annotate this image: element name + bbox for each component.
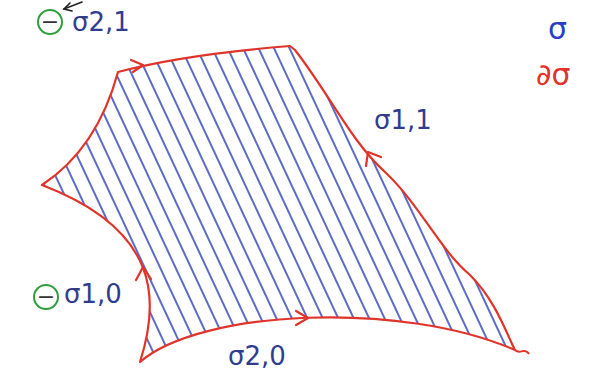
edge-label: σ1,1 bbox=[374, 106, 432, 136]
orientation-arrowhead bbox=[136, 267, 151, 280]
pointer-arrow bbox=[64, 3, 72, 11]
orientation-arrowhead bbox=[366, 152, 381, 166]
sign-mark: − bbox=[37, 284, 55, 309]
sign-circle bbox=[34, 285, 58, 309]
orientation-arrowhead bbox=[296, 311, 308, 325]
hatched-region bbox=[42, 46, 515, 362]
boundary-squiggle bbox=[515, 350, 529, 354]
edge-label: σ2,0 bbox=[228, 342, 286, 372]
key-symbol: σ bbox=[548, 12, 567, 47]
orientation-arrowhead bbox=[131, 60, 143, 72]
edge-label: σ2,1 bbox=[72, 8, 130, 38]
sign-mark: − bbox=[41, 9, 59, 34]
sign-circle bbox=[38, 10, 62, 34]
key-symbol: ∂σ bbox=[536, 58, 571, 93]
edge-label: σ1,0 bbox=[64, 280, 122, 310]
